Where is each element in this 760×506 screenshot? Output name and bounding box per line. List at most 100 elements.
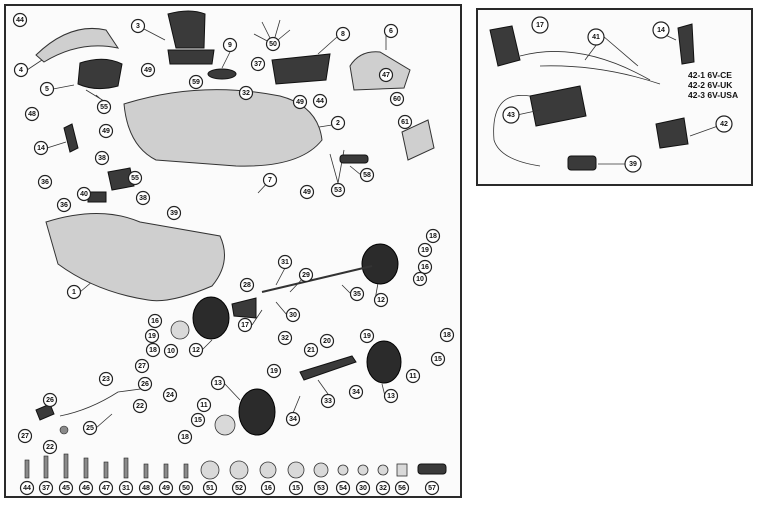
- svg-text:50: 50: [269, 41, 277, 48]
- part-callout-10: 10: [412, 271, 428, 287]
- part-callout-31: 31: [277, 254, 293, 270]
- svg-text:26: 26: [46, 397, 54, 404]
- svg-text:36: 36: [41, 179, 49, 186]
- svg-text:11: 11: [200, 402, 208, 409]
- svg-text:31: 31: [281, 259, 289, 266]
- battery-cable: [493, 94, 541, 167]
- svg-text:38: 38: [139, 195, 147, 202]
- gearbox-part: [231, 297, 257, 319]
- part-callout-27: 27: [134, 358, 150, 374]
- svg-text:8: 8: [341, 31, 345, 38]
- windshield-part: [35, 27, 120, 63]
- svg-text:24: 24: [166, 392, 174, 399]
- battery-inset-part: [529, 85, 587, 127]
- hub-cap-part: [170, 320, 190, 340]
- part-callout-49: 49: [292, 94, 308, 110]
- svg-text:60: 60: [393, 96, 401, 103]
- svg-text:22: 22: [46, 444, 54, 451]
- part-callout-19: 19: [417, 242, 433, 258]
- light-bar-part: [339, 154, 369, 164]
- svg-text:18: 18: [149, 347, 157, 354]
- switch-part: [677, 23, 695, 65]
- part-callout-19: 19: [144, 328, 160, 344]
- svg-text:44: 44: [316, 98, 324, 105]
- hardware-callout-54: 54: [335, 480, 351, 496]
- svg-text:37: 37: [254, 61, 262, 68]
- part-callout-5: 5: [39, 81, 55, 97]
- electrical-inset-panel: [476, 8, 753, 186]
- body-shell-part: [123, 89, 323, 167]
- part-callout-50: 50: [265, 36, 281, 52]
- svg-text:16: 16: [264, 485, 272, 492]
- svg-text:41: 41: [592, 34, 600, 41]
- part-callout-9: 9: [222, 37, 238, 53]
- svg-text:37: 37: [42, 485, 50, 492]
- svg-text:4: 4: [19, 67, 23, 74]
- svg-text:49: 49: [144, 67, 152, 74]
- part-callout-32: 32: [238, 85, 254, 101]
- part-callout-18: 18: [177, 429, 193, 445]
- part-callout-1: 1: [66, 284, 82, 300]
- part-callout-55: 55: [127, 170, 143, 186]
- bushing-part: [59, 425, 69, 435]
- svg-text:18: 18: [181, 434, 189, 441]
- gearbox-motor-part: [489, 25, 521, 67]
- part-callout-47: 47: [378, 67, 394, 83]
- decal-sheet-part: [401, 119, 435, 161]
- part-callout-34: 34: [348, 384, 364, 400]
- svg-text:17: 17: [536, 22, 544, 29]
- svg-text:34: 34: [289, 416, 297, 423]
- part-callout-18: 18: [425, 228, 441, 244]
- part-callout-26: 26: [42, 392, 58, 408]
- svg-text:7: 7: [268, 177, 272, 184]
- svg-text:6: 6: [389, 28, 393, 35]
- seat-back-part: [167, 10, 206, 49]
- part-callout-12: 12: [373, 292, 389, 308]
- svg-text:10: 10: [416, 276, 424, 283]
- hardware-callout-53: 53: [313, 480, 329, 496]
- svg-text:16: 16: [151, 318, 159, 325]
- svg-text:25: 25: [86, 425, 94, 432]
- inset-callout-42: 42: [715, 115, 733, 133]
- part-callout-26: 26: [137, 376, 153, 392]
- hardware-icons: [24, 453, 447, 480]
- svg-text:22: 22: [136, 403, 144, 410]
- part-callout-23: 23: [98, 371, 114, 387]
- part-callout-18: 18: [439, 327, 455, 343]
- inset-callout-41: 41: [587, 28, 605, 46]
- part-callout-10: 10: [163, 343, 179, 359]
- part-callout-16: 16: [417, 259, 433, 275]
- part-callout-60: 60: [389, 91, 405, 107]
- svg-text:19: 19: [421, 247, 429, 254]
- svg-text:47: 47: [102, 485, 110, 492]
- svg-text:49: 49: [296, 99, 304, 106]
- svg-text:23: 23: [102, 376, 110, 383]
- part-callout-14: 14: [33, 140, 49, 156]
- part-callout-44: 44: [12, 12, 28, 28]
- pedal-part: [35, 403, 55, 421]
- inset-callout-17: 17: [531, 16, 549, 34]
- svg-text:44: 44: [16, 17, 24, 24]
- part-callout-38: 38: [135, 190, 151, 206]
- hardware-callout-50: 50: [178, 480, 194, 496]
- svg-text:53: 53: [317, 485, 325, 492]
- hardware-callout-57: 57: [424, 480, 440, 496]
- part-callout-7: 7: [262, 172, 278, 188]
- svg-text:15: 15: [194, 417, 202, 424]
- battery-variant-list: 42-1 6V-CE 42-2 6V-UK 42-3 6V-USA: [688, 70, 738, 100]
- hardware-callout-31: 31: [118, 480, 134, 496]
- wiring-harness: [519, 51, 661, 85]
- svg-text:45: 45: [62, 485, 70, 492]
- svg-text:21: 21: [307, 347, 315, 354]
- rear-wheel-right: [361, 243, 399, 285]
- svg-text:59: 59: [192, 79, 200, 86]
- part-callout-36: 36: [37, 174, 53, 190]
- svg-text:19: 19: [363, 333, 371, 340]
- svg-text:56: 56: [398, 485, 406, 492]
- steering-rod: [59, 387, 149, 417]
- hardware-callout-48: 48: [138, 480, 154, 496]
- svg-text:50: 50: [182, 485, 190, 492]
- part-callout-19: 19: [359, 328, 375, 344]
- part-callout-33: 33: [320, 393, 336, 409]
